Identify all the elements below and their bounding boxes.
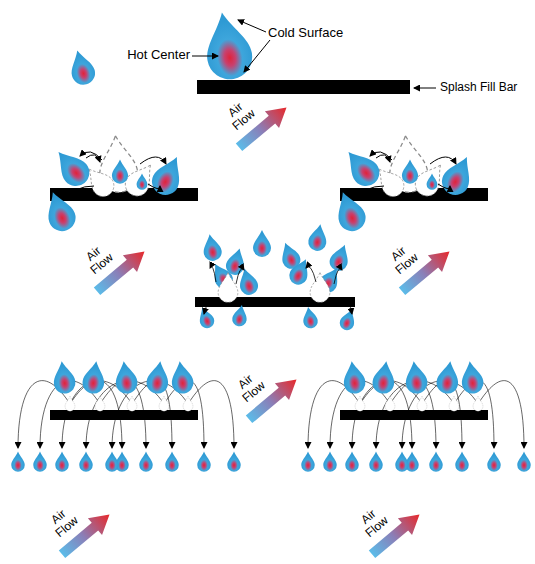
part-label: Cold Surface bbox=[268, 26, 343, 41]
part-label: Hot Center bbox=[127, 48, 190, 63]
splash-fill-bar bbox=[197, 80, 410, 94]
part-label: Splash Fill Bar bbox=[440, 81, 517, 95]
